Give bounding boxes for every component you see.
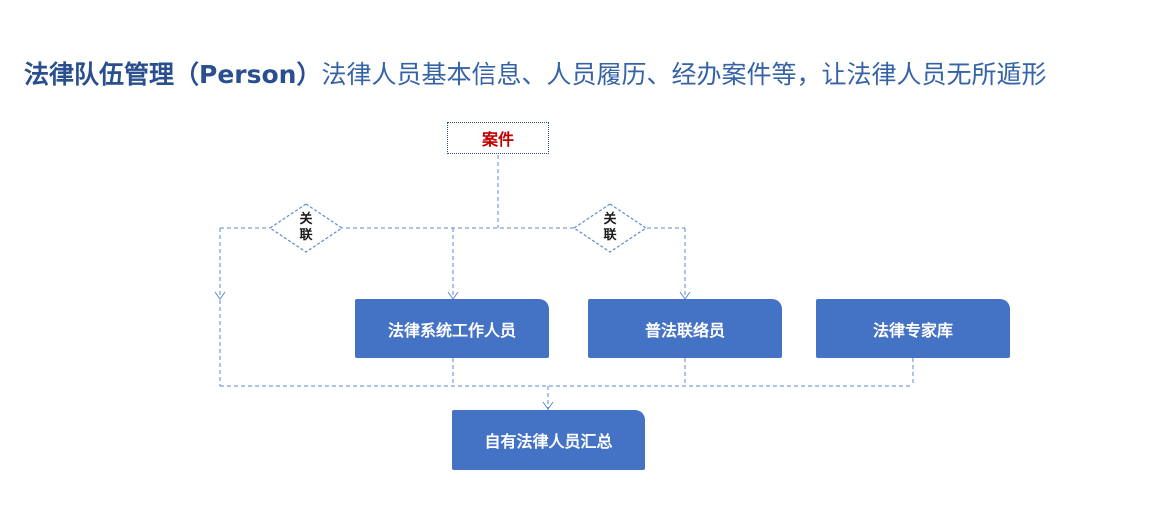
relation-label-right: 关 联 — [598, 212, 622, 244]
page-title: 法律队伍管理（Person）法律人员基本信息、人员履历、经办案件等，让法律人员无… — [24, 58, 1046, 92]
title-module-name: 法律队伍管理（Person） — [24, 60, 322, 89]
arrow-summary-icon — [542, 401, 554, 410]
arrow-left-icon — [214, 291, 226, 300]
relation-label-left-line2: 联 — [299, 228, 313, 243]
case-node: 案件 — [447, 122, 549, 154]
summary-node: 自有法律人员汇总 — [452, 410, 645, 470]
relation-diamond-left — [268, 203, 344, 253]
relation-label-right-line1: 关 — [603, 212, 617, 227]
liaison-node: 普法联络员 — [588, 299, 782, 358]
relation-diamond-right — [572, 203, 648, 253]
relation-label-left-line1: 关 — [299, 212, 313, 227]
staff-node: 法律系统工作人员 — [355, 299, 549, 358]
experts-node: 法律专家库 — [816, 299, 1010, 358]
title-description: 法律人员基本信息、人员履历、经办案件等，让法律人员无所遁形 — [321, 60, 1047, 89]
relation-label-right-line2: 联 — [603, 228, 617, 243]
relation-label-left: 关 联 — [294, 212, 318, 244]
